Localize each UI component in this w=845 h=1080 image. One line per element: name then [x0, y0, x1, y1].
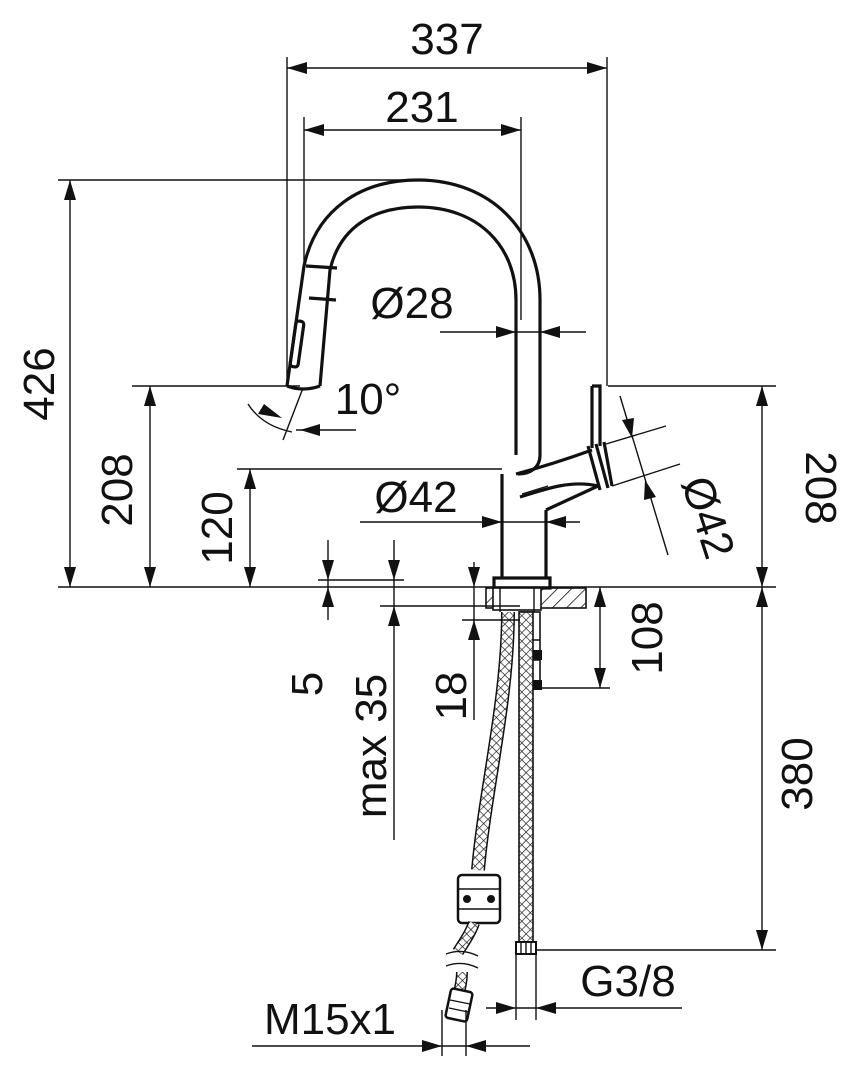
dimension-lines	[64, 62, 768, 1052]
dim-lever-diameter: Ø42	[672, 470, 744, 564]
dim-body-diameter: Ø42	[374, 473, 457, 522]
faucet-outline	[285, 178, 614, 590]
dim-washer-thickness: 5	[283, 672, 332, 696]
dim-overall-reach: 337	[410, 15, 483, 64]
extension-lines	[58, 57, 776, 1056]
dim-max-deck-thickness: max 35	[347, 674, 396, 818]
dim-hose-length: 380	[773, 737, 822, 810]
dim-supply-thread: G3/8	[580, 957, 675, 1006]
dim-lever-height-right: 208	[796, 451, 845, 524]
dim-body-height: 120	[193, 491, 242, 564]
dim-spray-height-left: 208	[93, 453, 142, 526]
dim-shank-length: 108	[623, 601, 672, 674]
dim-spout-reach: 231	[385, 83, 458, 132]
hoses	[444, 611, 537, 1023]
dimension-labels: 337 231 426 208 120 208 Ø28 Ø42 Ø42 10° …	[15, 15, 845, 1044]
dim-spout-diameter: Ø28	[370, 279, 453, 328]
dim-total-height: 426	[15, 347, 64, 420]
dim-spray-angle: 10°	[335, 375, 402, 424]
dim-spray-thread: M15x1	[264, 995, 396, 1044]
dim-shank-depth: 18	[427, 672, 476, 721]
